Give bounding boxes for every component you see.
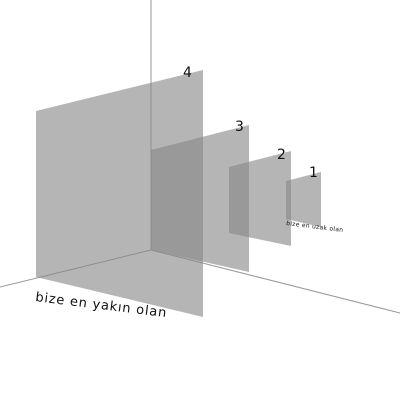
layer-4-number: 4 (183, 65, 192, 81)
layer-1-panel (286, 172, 321, 227)
layer-4-panel (36, 70, 203, 317)
layer-2-panel (229, 151, 291, 246)
layer-3-panel (151, 125, 249, 272)
layer-3-number: 3 (235, 119, 244, 135)
layer-1-number: 1 (309, 165, 318, 181)
layer-2-number: 2 (277, 147, 286, 163)
